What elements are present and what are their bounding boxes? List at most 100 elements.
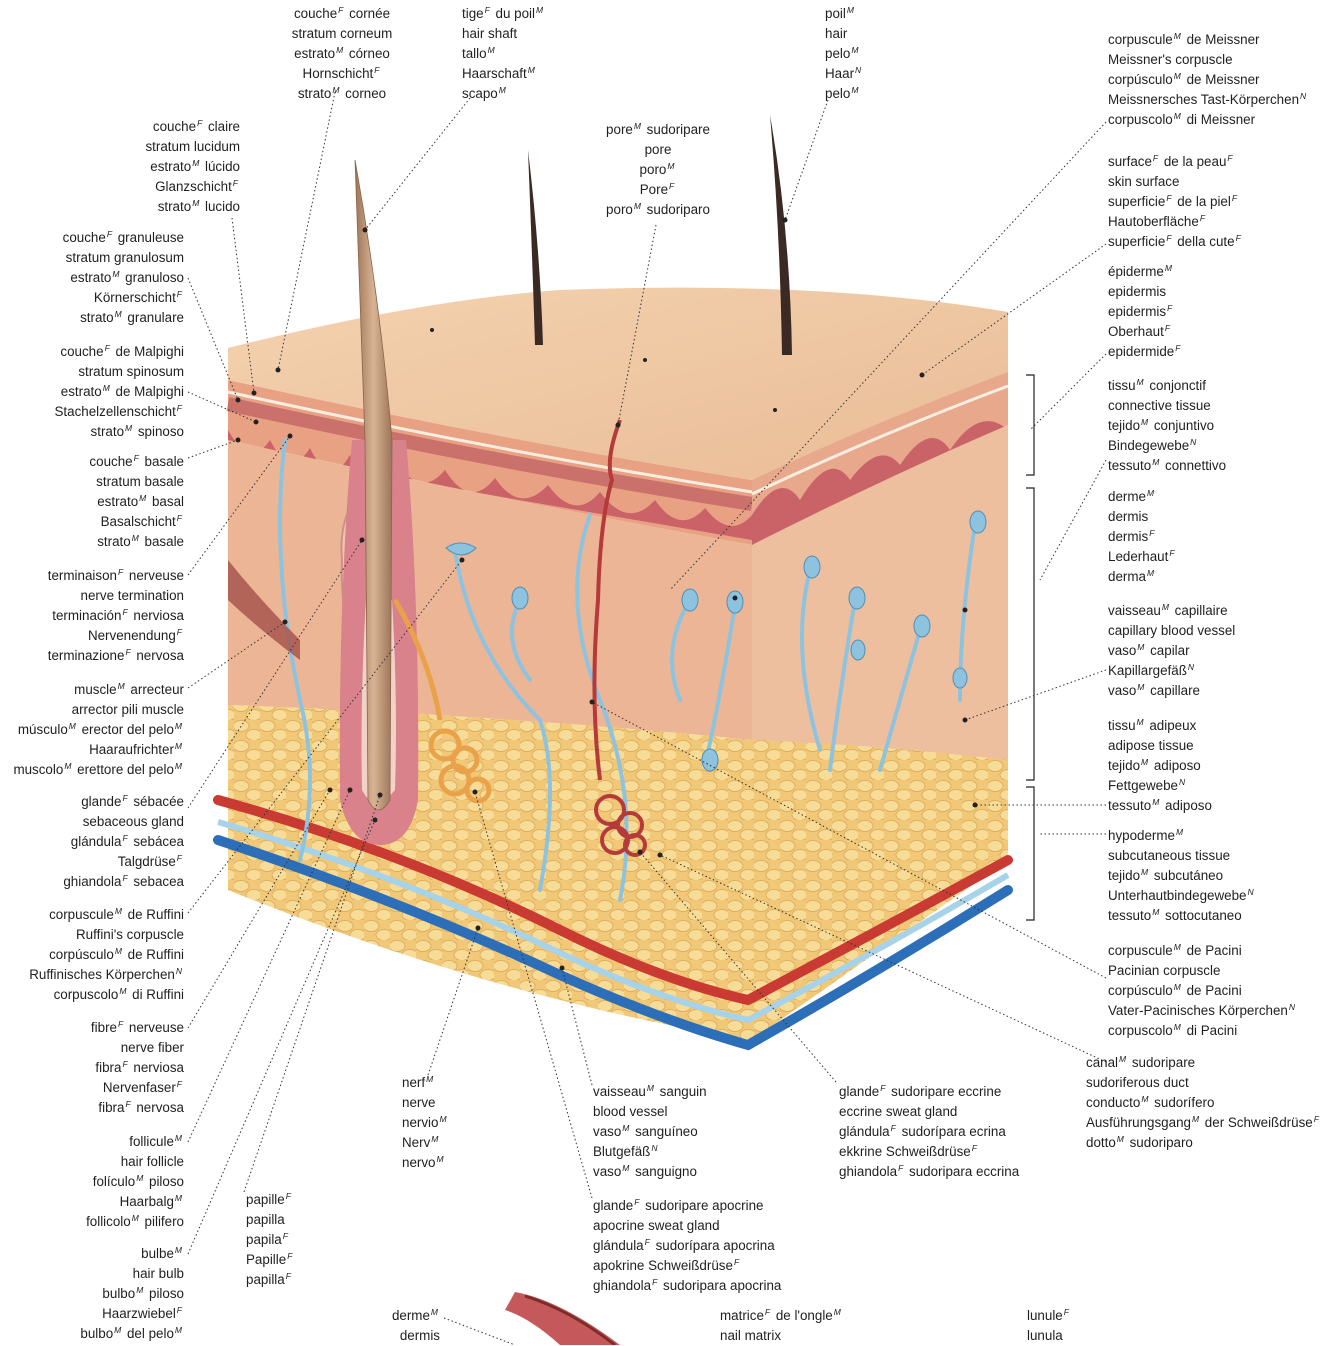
label-line: BasalschichtF — [89, 512, 184, 532]
label-line: Ruffinisches KörperchenN — [29, 965, 184, 985]
label-line: bulbeM — [80, 1244, 184, 1264]
label-line: papilleF — [246, 1190, 294, 1210]
label-line: poreM sudoripare — [578, 120, 738, 140]
label-line: tessutoM sottocutaneo — [1108, 906, 1256, 926]
label-pore: poreM sudoripareporeporoMPoreFporoM sudo… — [578, 120, 738, 220]
label-line: vasoM capilar — [1108, 641, 1235, 661]
label-line: vasoM sanguigno — [593, 1162, 707, 1182]
label-line: glandeF sudoripare eccrine — [839, 1082, 1019, 1102]
label-line: estratoM lúcido — [145, 157, 240, 177]
label-line: muscleM arrecteur — [13, 680, 184, 700]
label-line: ghiandolaF sudoripara apocrina — [593, 1276, 781, 1296]
label-line: poilM — [825, 4, 863, 24]
label-line: corpusculeM de Ruffini — [29, 905, 184, 925]
label-line: peloM — [825, 84, 863, 104]
label-line: HaarzwiebelF — [80, 1304, 184, 1324]
label-line: capillary blood vessel — [1108, 621, 1235, 641]
label-hair-follicle: folliculeMhair folliclefolículoM pilosoH… — [86, 1132, 184, 1232]
label-line: glandeF sébacée — [63, 792, 184, 812]
label-line: apocrine sweat gland — [593, 1216, 781, 1236]
label-line: TalgdrüseF — [63, 852, 184, 872]
label-arrector-pili: muscleM arrecteurarrector pili musclemús… — [13, 680, 184, 780]
label-line: hypodermeM — [1108, 826, 1256, 846]
label-stratum-granulosum: coucheF granuleusestratum granulosumestr… — [63, 228, 184, 328]
label-hair-bulb: bulbeMhair bulbbulboM pilosoHaarzwiebelF… — [80, 1244, 184, 1344]
label-line: corpusculeM de Pacini — [1108, 941, 1297, 961]
label-line: adipose tissue — [1108, 736, 1212, 756]
label-line: vasoM sanguíneo — [593, 1122, 707, 1142]
label-line: folículoM piloso — [86, 1172, 184, 1192]
label-line: talloM — [462, 44, 545, 64]
label-line: tejidoM conjuntivo — [1108, 416, 1226, 436]
label-line: papillaF — [246, 1270, 294, 1290]
label-line: dermeM — [1108, 487, 1177, 507]
label-line: nerve termination — [48, 586, 184, 606]
label-line: tejidoM subcutáneo — [1108, 866, 1256, 886]
label-line: corpuscoloM di Meissner — [1108, 110, 1308, 130]
label-line: corpusculeM de Meissner — [1108, 30, 1308, 50]
label-line: nervioM — [402, 1113, 449, 1133]
label-line: HaaraufrichterM — [13, 740, 184, 760]
label-epidermis: épidermeMepidermisepidermisFOberhautFepi… — [1108, 262, 1182, 362]
label-line: estratoM basal — [89, 492, 184, 512]
label-line: OberhautF — [1108, 322, 1182, 342]
label-line: conductoM sudorífero — [1086, 1093, 1321, 1113]
label-line: follicoloM pilifero — [86, 1212, 184, 1232]
label-line: fibraF nervosa — [91, 1098, 184, 1118]
label-line: stratoM spinoso — [54, 422, 184, 442]
label-line: Meissner's corpuscle — [1108, 50, 1308, 70]
label-line: AusführungsgangM der SchweißdrüseF — [1086, 1113, 1321, 1133]
label-line: glándulaF sudorípara apocrina — [593, 1236, 781, 1256]
label-meissner-corpuscle: corpusculeM de MeissnerMeissner's corpus… — [1108, 30, 1308, 130]
label-line: dermeM — [392, 1306, 440, 1326]
label-line: estratoM córneo — [262, 44, 422, 64]
label-line: stratum corneum — [262, 24, 422, 44]
label-line: StachelzellenschichtF — [54, 402, 184, 422]
label-line: matriceF de l'ongleM — [720, 1306, 843, 1326]
label-line: NervenfaserF — [91, 1078, 184, 1098]
label-line: dermaM — [1108, 567, 1177, 587]
label-line: corpuscoloM di Pacini — [1108, 1021, 1297, 1041]
label-line: blood vessel — [593, 1102, 707, 1122]
label-line: nerve fiber — [91, 1038, 184, 1058]
label-line: papilla — [246, 1210, 294, 1230]
label-line: bulboM piloso — [80, 1284, 184, 1304]
label-line: corpúsculoM de Ruffini — [29, 945, 184, 965]
label-line: NervenendungF — [48, 626, 184, 646]
label-line: coucheF de Malpighi — [54, 342, 184, 362]
label-line: tigeF du poilM — [462, 4, 545, 24]
label-line: coucheF basale — [89, 452, 184, 472]
label-line: NervM — [402, 1133, 449, 1153]
layer-brackets — [1026, 375, 1034, 920]
label-line: coucheF granuleuse — [63, 228, 184, 248]
label-line: subcutaneous tissue — [1108, 846, 1256, 866]
label-line: epidermideF — [1108, 342, 1182, 362]
label-line: HaarschaftM — [462, 64, 545, 84]
label-line: fibreF nerveuse — [91, 1018, 184, 1038]
label-line: KapillargefäßN — [1108, 661, 1235, 681]
label-line: corpúsculoM de Meissner — [1108, 70, 1308, 90]
label-line: HornschichtF — [262, 64, 422, 84]
label-line: scapoM — [462, 84, 545, 104]
label-line: GlanzschichtF — [145, 177, 240, 197]
label-line: UnterhautbindegewebeN — [1108, 886, 1256, 906]
label-line: hair bulb — [80, 1264, 184, 1284]
label-line: stratum lucidum — [145, 137, 240, 157]
label-line: epidermisF — [1108, 302, 1182, 322]
label-line: glándulaF sudorípara ecrina — [839, 1122, 1019, 1142]
label-line: eccrine sweat gland — [839, 1102, 1019, 1122]
label-line: Vater-Pacinisches KörperchenN — [1108, 1001, 1297, 1021]
label-line: BlutgefäßN — [593, 1142, 707, 1162]
label-line: HaarbalgM — [86, 1192, 184, 1212]
